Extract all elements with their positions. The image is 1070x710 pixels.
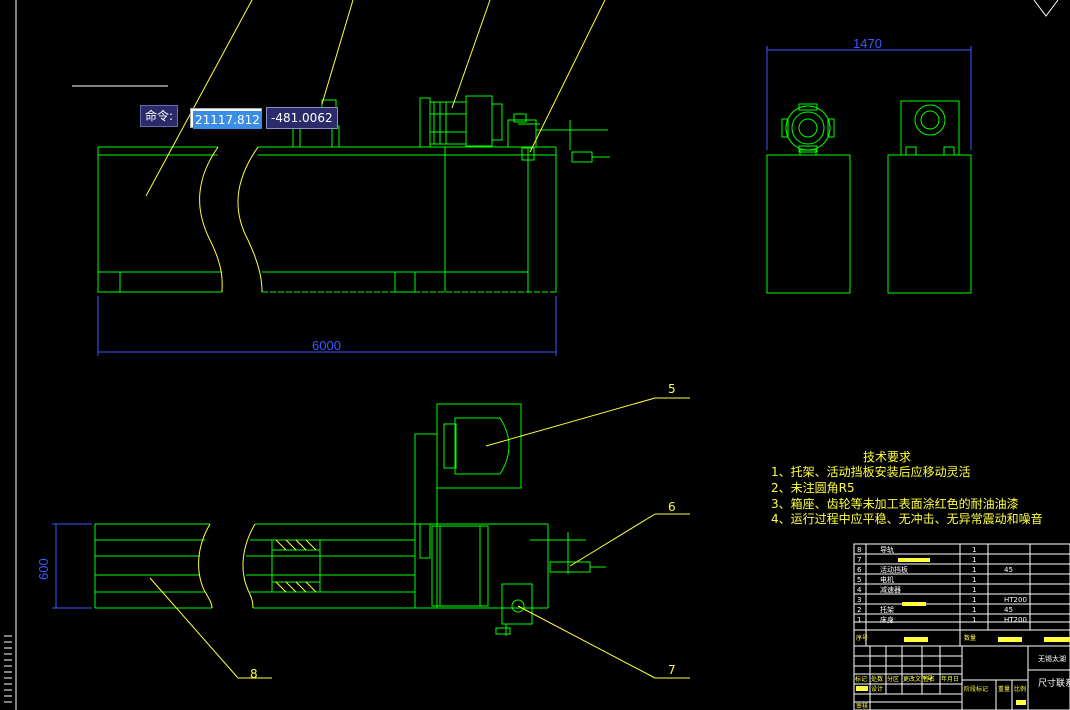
title-block-fills (856, 558, 1070, 705)
length-dim-text: 6000 (312, 338, 341, 353)
tech-req-item: 3、箱座、齿轮等未加工表面涂红色的耐油油漆 (771, 496, 1019, 511)
title-block (853, 543, 1070, 710)
parts-cell-no: 4 (857, 586, 862, 594)
revision-col-label: 分区 (887, 675, 899, 683)
revision-col-label: 年月日 (941, 675, 959, 683)
parts-cell-mat: HT200 (1004, 596, 1027, 604)
revision-col-label: 签名 (923, 675, 935, 683)
parts-cell-no: 5 (857, 576, 861, 584)
front-leaders (145, 0, 606, 197)
balloon-5: 5 (668, 382, 676, 396)
plan-dim-text: 600 (36, 558, 51, 580)
parts-header-no: 序号 (856, 634, 868, 642)
parts-cell-qty: 1 (972, 606, 976, 614)
parts-cell-name: 活动挡板 (880, 565, 908, 574)
front-view (72, 85, 610, 293)
parts-cell-qty: 1 (972, 596, 976, 604)
balloon-7: 7 (668, 663, 676, 677)
revision-col-label: 处数 (871, 675, 883, 683)
stage-label: 阶段标记 (964, 685, 988, 693)
parts-cell-name: 减速器 (880, 585, 901, 594)
parts-cell-no: 1 (857, 616, 861, 624)
parts-cell-name: 导轨 (880, 545, 894, 554)
tech-req-item: 2、未注圆角R5 (771, 480, 855, 495)
parts-cell-no: 8 (857, 546, 861, 554)
parts-cell-no: 6 (857, 566, 862, 574)
revision-col-label: 更改文件号 (903, 675, 933, 683)
parts-cell-qty: 1 (972, 546, 976, 554)
company-name: 无锡太湖 (1038, 654, 1066, 663)
parts-cell-name: 电机 (880, 575, 894, 584)
plan-break-lines (198, 523, 256, 609)
ucs-marker (1033, 0, 1059, 17)
parts-cell-qty: 1 (972, 556, 976, 564)
parts-cell-qty: 1 (972, 576, 976, 584)
parts-cell-mat: 45 (1004, 566, 1013, 574)
audit-label: 审核 (856, 702, 868, 710)
width-dimension (766, 46, 972, 150)
parts-header-qty: 数量 (964, 634, 976, 642)
width-dim-text: 1470 (853, 36, 882, 51)
drawing-name: 尺寸联系 (1038, 677, 1070, 689)
balloon-8: 8 (250, 667, 258, 681)
parts-cell-name: 床身 (880, 615, 894, 624)
tech-req-title: 技术要求 (863, 450, 911, 464)
parts-cell-no: 7 (857, 556, 861, 564)
parts-cell-name: 托架 (880, 605, 894, 614)
parts-cell-qty: 1 (972, 616, 976, 624)
revision-col-label: 标记 (855, 675, 867, 683)
tech-req-item: 4、运行过程中应平稳、无冲击、无异常震动和噪音 (771, 511, 1043, 526)
parts-cell-qty: 1 (972, 566, 976, 574)
tech-req-item: 1、托架、活动挡板安装后应移动灵活 (771, 464, 971, 479)
balloon-6: 6 (668, 500, 676, 514)
coord-y-input[interactable]: -481.0062 (266, 107, 338, 129)
parts-cell-no: 2 (857, 606, 861, 614)
design-label: 设计 (871, 685, 883, 693)
weight-label: 重量 (998, 685, 1010, 693)
balloon-leaders (149, 397, 690, 679)
coord-x-input[interactable]: 21117.812 (190, 108, 262, 129)
frame-ruler (4, 635, 12, 703)
side-views (766, 100, 972, 294)
parts-cell-mat: HT200 (1004, 616, 1027, 624)
length-dimension (97, 296, 557, 356)
parts-cell-mat: 45 (1004, 606, 1013, 614)
scale-label: 比例 (1014, 685, 1026, 693)
plan-hatch (275, 539, 317, 593)
plan-dimension (52, 523, 92, 609)
parts-cell-no: 3 (857, 596, 861, 604)
command-prompt-label: 命令: (140, 105, 179, 127)
coord-x-value: 21117.812 (193, 111, 262, 129)
plan-view (94, 403, 606, 636)
front-break-lines (199, 146, 263, 293)
revision-columns: 标记处数分区更改文件号签名年月日 (855, 675, 959, 683)
tech-requirements: 技术要求 1、托架、活动挡板安装后应移动灵活 2、未注圆角R5 3、箱座、齿轮等… (771, 450, 1043, 526)
parts-cell-qty: 1 (972, 586, 976, 594)
